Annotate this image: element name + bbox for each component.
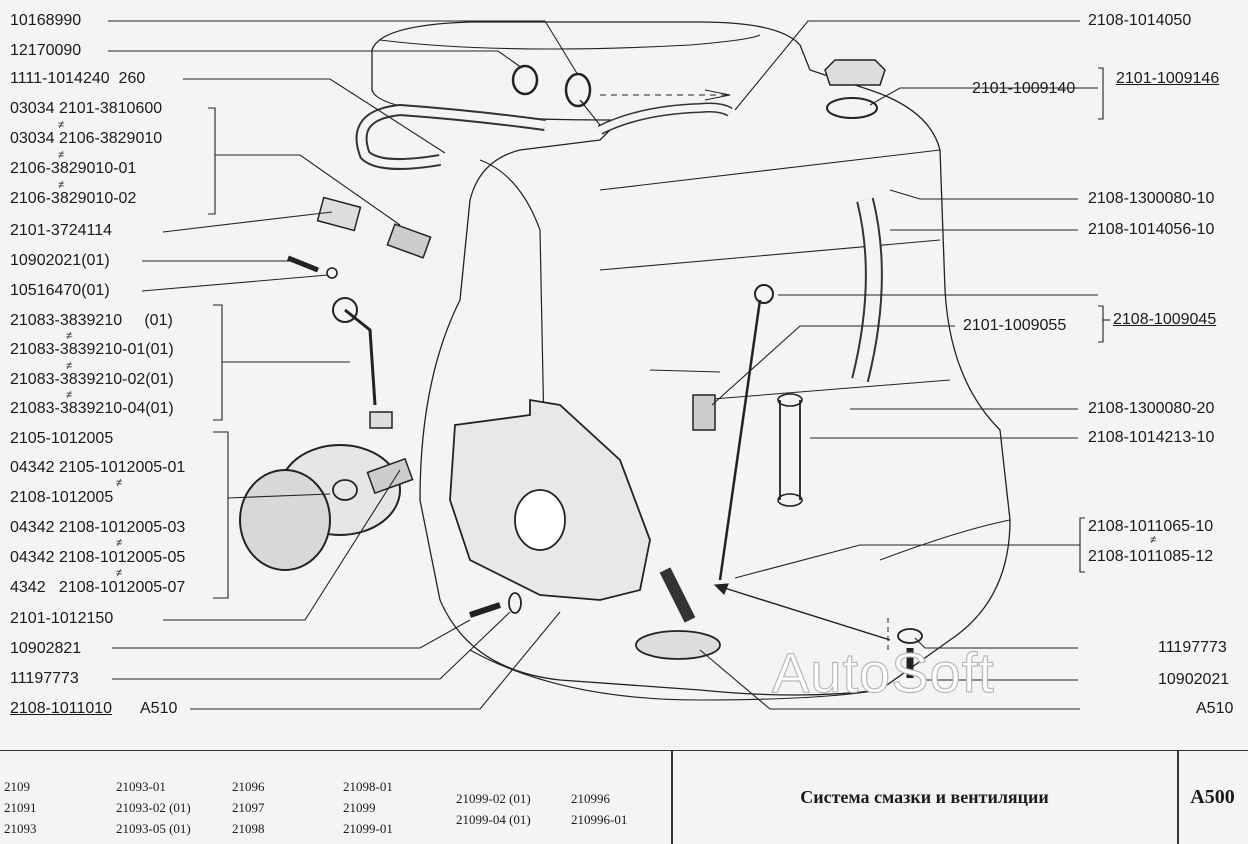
label-11197773-left: 11197773 [10,670,79,687]
oil-pressure-sensor-lead [344,308,377,406]
model-item: 210996 [571,791,610,806]
title-block: 2109 21091 21093 21093-01 21093-02 (01) … [0,750,1248,844]
model-list: 21098-01 21099 21099-01 [343,779,393,836]
label-2101-1012150: 2101-1012150 [10,610,114,627]
label-11197773-right: 11197773 [1158,639,1227,656]
model-item: 21099-01 [343,821,393,836]
clamp-12170090 [511,64,539,96]
parts-diagram: 10168990 12170090 1111-1014240 260 03034… [10,12,1234,717]
label-2101-1009140: 2101-1009140 [972,80,1076,97]
label-a510-right: A510 [1196,700,1234,717]
label-2106-3829010-02: 2106-3829010-02 [10,190,137,207]
label-2108-1014056-10: 2108-1014056-10 [1088,221,1215,238]
washer-11197773-left [508,592,522,614]
label-04342-2108-1012005-05: 04342 2108-1012005-05 [10,549,186,566]
model-item: 21093-01 [116,779,166,794]
label-10902021-right: 10902021 [1158,671,1230,688]
label-10902021-01: 10902021(01) [10,252,110,269]
model-item: 21093 [4,821,37,836]
vent-elbow [779,400,801,500]
oil-filler-cap [824,59,886,86]
alternate-mark: ≠ [116,537,123,549]
sheet-code: A500 [1190,786,1235,808]
label-2108-1011085-12: 2108-1011085-12 [1088,548,1214,565]
label-2106-3829010-01: 2106-3829010-01 [10,160,137,177]
model-item: 21098 [232,821,265,836]
alternate-mark: ≠ [58,119,65,131]
bolt-10902821 [469,602,501,618]
label-03034-2106-3829010: 03034 2106-3829010 [10,130,163,147]
engine-block-outline [371,21,1011,696]
label-2108-1014050: 2108-1014050 [1088,12,1192,29]
sheet-title: Система смазки и вентиляции [800,787,1049,807]
sender-3829010 [386,223,432,259]
divider [671,751,673,844]
oil-dipstick [718,299,762,581]
alternate-mark: ≠ [58,149,65,161]
label-03034-2101-3810600: 03034 2101-3810600 [10,100,163,117]
label-2108-1012005: 2108-1012005 [10,489,114,506]
cap-seal [826,97,878,119]
leader-lines [108,20,1110,710]
label-2108-1011065-10: 2108-1011065-10 [1088,518,1214,535]
label-21083-3839210: 21083-3839210 (01) [10,312,173,329]
plug-3724114 [316,196,362,232]
alternate-mark: ≠ [58,179,65,191]
model-item: 21093-05 (01) [116,821,191,836]
alternate-mark: ≠ [1150,534,1157,546]
label-2101-1009055: 2101-1009055 [963,317,1067,334]
label-04342-2108-1012005-03: 04342 2108-1012005-03 [10,519,186,536]
label-10516470-01: 10516470(01) [10,282,110,299]
model-item: 21099-04 (01) [456,812,531,827]
model-list: 2109 21091 21093 [4,779,37,836]
washer-11197773-right [897,628,923,644]
model-item: 21091 [4,800,37,815]
label-2108-1300080-10: 2108-1300080-10 [1088,190,1215,207]
dipstick-guide [692,394,716,431]
alternate-mark: ≠ [66,330,73,342]
alternate-mark: ≠ [116,477,123,489]
model-item: 2109 [4,779,30,794]
label-21083-3839210-02: 21083-3839210-02(01) [10,371,174,388]
model-item: 21093-02 (01) [116,800,191,815]
washer-10516470 [326,267,338,279]
label-2108-1011010: 2108-1011010 [10,700,113,717]
model-list: 21099-02 (01) 21099-04 (01) [456,791,531,827]
alternate-mark: ≠ [66,360,73,372]
model-item: 210996-01 [571,812,628,827]
model-item: 21099 [343,800,376,815]
model-item: 21098-01 [343,779,393,794]
oil-pickup [659,567,696,623]
bolt-10902021-left [287,255,319,273]
label-21083-3839210-04: 21083-3839210-04(01) [10,400,174,417]
watermark: AutoSoft [771,640,995,704]
model-list: 21096 21097 21098 [232,779,265,836]
alternate-mark: ≠ [116,567,123,579]
label-10168990: 10168990 [10,12,82,29]
alternate-mark: ≠ [66,389,73,401]
label-2101-1009146: 2101-1009146 [1116,70,1220,87]
engine-lubrication-drawing [108,20,1110,710]
divider [1177,751,1179,844]
label-a510-left: A510 [140,700,178,717]
label-2108-1014213-10: 2108-1014213-10 [1088,429,1215,446]
oil-strainer [635,630,721,660]
model-item: 21097 [232,800,265,815]
model-item: 21096 [232,779,265,794]
label-1111-1014240: 1111-1014240 260 [10,70,146,87]
label-4342-2108-1012005-07: 4342 2108-1012005-07 [10,579,186,596]
label-2108-1300080-20: 2108-1300080-20 [1088,400,1215,417]
model-item: 21099-02 (01) [456,791,531,806]
model-list: 21093-01 21093-02 (01) 21093-05 (01) [116,779,191,836]
label-12170090: 12170090 [10,42,82,59]
oil-filter [239,444,414,571]
label-2101-3724114: 2101-3724114 [10,222,113,239]
label-2105-1012005: 2105-1012005 [10,430,114,447]
label-04342-2105-1012005-01: 04342 2105-1012005-01 [10,459,186,476]
label-2108-1009045: 2108-1009045 [1113,311,1217,328]
label-10902821: 10902821 [10,640,82,657]
label-21083-3839210-01: 21083-3839210-01(01) [10,341,174,358]
model-list: 210996 210996-01 [571,791,627,827]
clamp-10168990 [564,72,592,108]
